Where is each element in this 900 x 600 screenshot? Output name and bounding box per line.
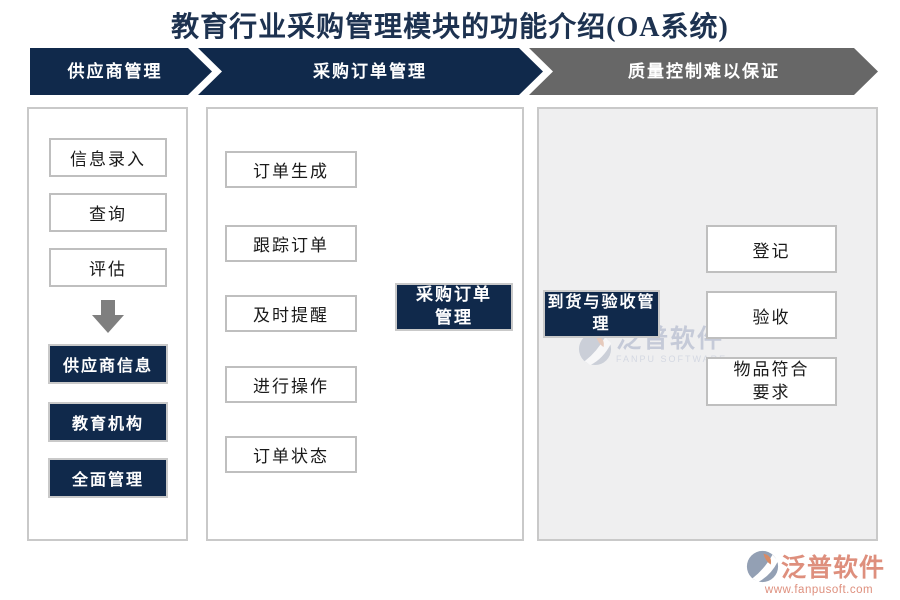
footer-brand: 泛普软件	[781, 555, 886, 582]
supplier-step-box: 信息录入	[49, 138, 167, 177]
banner-arrow-3	[529, 48, 878, 95]
supplier-result-box: 全面管理	[48, 458, 168, 498]
order-item-box: 进行操作	[225, 366, 357, 403]
banner-label-supplier: 供应商管理	[67, 62, 163, 81]
banner-label-order: 采购订单管理	[313, 62, 427, 81]
order-target-box: 采购订单管理	[395, 283, 513, 331]
supplier-step-box: 评估	[49, 248, 167, 287]
supplier-step-box: 查询	[49, 193, 167, 232]
supplier-result-box: 供应商信息	[48, 344, 168, 384]
quality-output-box: 验收	[706, 291, 837, 339]
order-item-box: 跟踪订单	[225, 225, 357, 262]
banner-label-quality: 质量控制难以保证	[628, 62, 780, 81]
fanpu-logo-icon	[578, 332, 612, 366]
order-item-box: 订单生成	[225, 151, 357, 188]
quality-output-box: 登记	[706, 225, 837, 273]
quality-output-box: 物品符合要求	[706, 357, 837, 406]
supplier-result-box: 教育机构	[48, 402, 168, 442]
fanpu-logo-icon	[746, 550, 779, 582]
order-item-box: 订单状态	[225, 436, 357, 473]
order-item-box: 及时提醒	[225, 295, 357, 332]
footer-website: www.fanpusoft.com	[764, 584, 874, 596]
banner-arrow-2	[198, 48, 543, 95]
down-arrow-icon	[92, 300, 124, 333]
watermark-subtitle: FANPU SOFTWARE	[616, 354, 728, 364]
page-title: 教育行业采购管理模块的功能介绍(OA系统)	[171, 12, 729, 43]
banner-arrow-1	[30, 48, 212, 95]
footer-logo: 泛普软件 www.fanpusoft.com	[746, 548, 892, 596]
quality-source-box: 到货与验收管理	[543, 290, 660, 338]
